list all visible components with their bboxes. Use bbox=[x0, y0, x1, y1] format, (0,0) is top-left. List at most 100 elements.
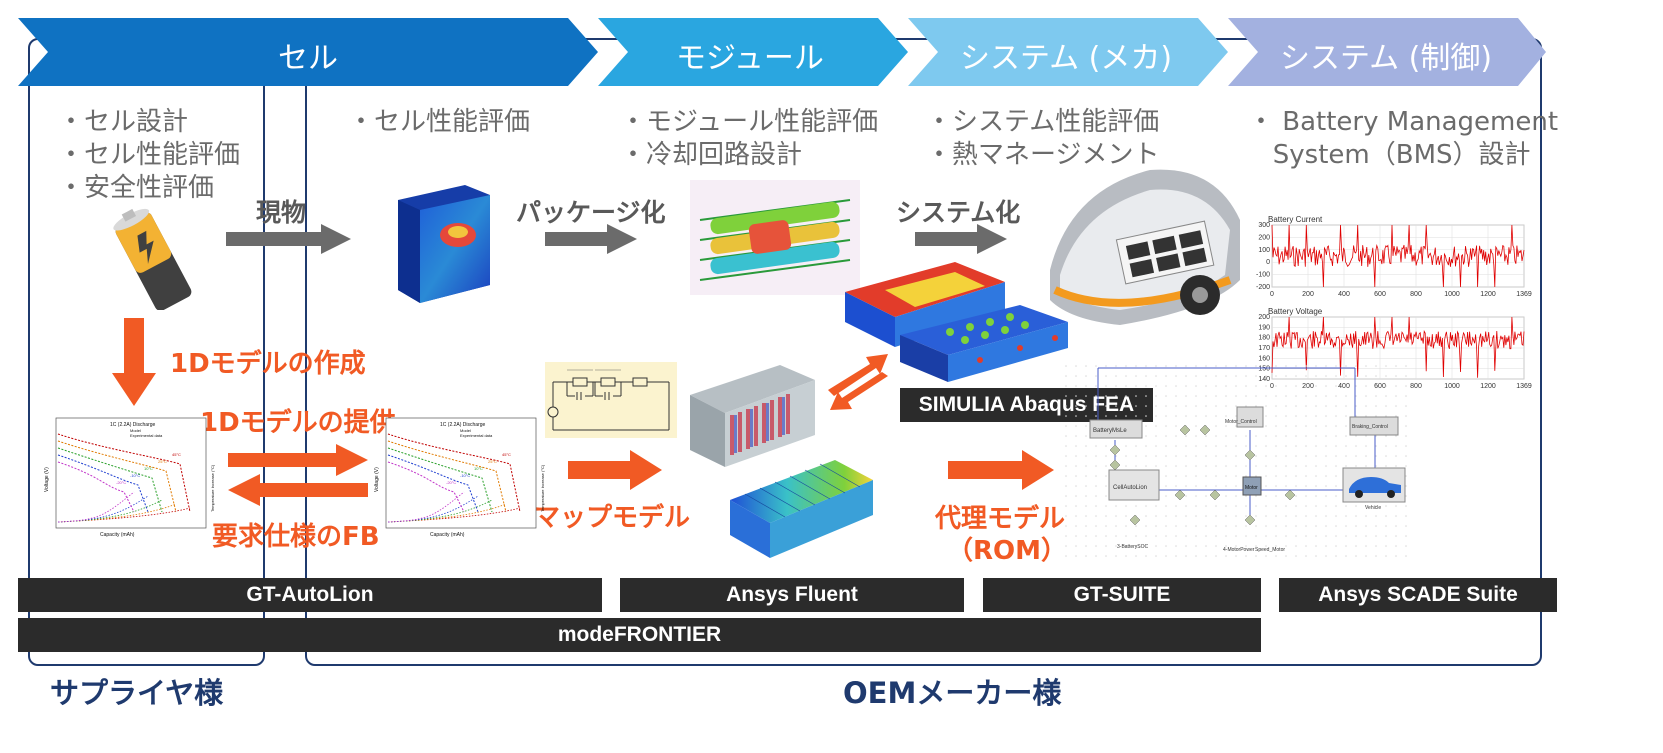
cur-xtick: 0 bbox=[1270, 291, 1274, 298]
bullets-oem-cell: ・セル性能評価 bbox=[348, 107, 531, 137]
vol-xtick: 1200 bbox=[1480, 383, 1496, 390]
bullets-supplier-cell: ・セル設計 ・セル性能評価 ・安全性評価 bbox=[58, 107, 241, 203]
orange-arrow-map bbox=[568, 450, 662, 490]
tool-label-ansys-fluent: Ansys Fluent bbox=[726, 583, 858, 606]
bullets-system-mech: ・システム性能評価 ・熱マネージメント bbox=[926, 107, 1160, 170]
tool-bar-modefrontier: modeFRONTIER bbox=[18, 618, 1261, 652]
gt-block-speed: Speed_Motor bbox=[1255, 547, 1285, 553]
vol-ytick: 180 bbox=[1258, 335, 1270, 342]
vol-xtick: 800 bbox=[1410, 383, 1422, 390]
gt-block-battery: BatteryMsLe bbox=[1093, 428, 1127, 434]
discharge-plot-legend-model: Model bbox=[130, 428, 141, 433]
discharge-plot-y2label: Temperature Increase (°C) bbox=[540, 464, 545, 512]
gt-block-motor: Motor bbox=[1245, 485, 1258, 491]
bms-voltage-title: Battery Voltage bbox=[1268, 307, 1323, 316]
group-label-oem: OEMメーカー様 bbox=[843, 676, 1062, 710]
orange-arrow-fea-exchange bbox=[828, 354, 888, 410]
label-rom-line1: 代理モデル bbox=[935, 504, 1066, 534]
cur-xtick: 800 bbox=[1410, 291, 1422, 298]
discharge-plot-temp-label: -10°C bbox=[130, 473, 140, 478]
orange-arrow-down bbox=[112, 318, 156, 406]
battery-cell-image bbox=[113, 208, 192, 310]
vol-ytick: 200 bbox=[1258, 314, 1270, 321]
orange-arrow-rom bbox=[948, 450, 1054, 490]
vehicle-cutaway-image bbox=[1050, 169, 1240, 325]
discharge-plot-temp-label: 10°C bbox=[474, 466, 483, 471]
tool-label-scade: Ansys SCADE Suite bbox=[1318, 583, 1518, 606]
bullets-module: ・モジュール性能評価 ・冷却回路設計 bbox=[620, 107, 879, 170]
label-provide-1d: 1Dモデルの提供 bbox=[200, 408, 396, 438]
flow-label-genbutsu: 現物 bbox=[256, 198, 307, 227]
discharge-plot-ylabel: Voltage (V) bbox=[44, 467, 50, 492]
discharge-plot-temp-label: 45°C bbox=[172, 452, 181, 457]
stage-label-system-ctrl: システム (制御) bbox=[1280, 41, 1493, 76]
cur-ytick: 300 bbox=[1258, 222, 1270, 229]
stage-label-cell: セル bbox=[278, 41, 338, 76]
tool-label-gt-suite: GT-SUITE bbox=[1073, 583, 1171, 606]
equivalent-circuit-image bbox=[545, 362, 677, 438]
cur-xtick: 600 bbox=[1374, 291, 1386, 298]
tool-label-gt-autolion: GT-AutoLion bbox=[246, 583, 374, 606]
discharge-plot-temp-label: -20°C bbox=[446, 480, 456, 485]
discharge-plot-temp-label: -10°C bbox=[460, 473, 470, 478]
cur-ytick: 100 bbox=[1258, 247, 1270, 254]
discharge-plot-temp-label: 25°C bbox=[488, 459, 497, 464]
discharge-plot-legend-exp: Experimental data bbox=[130, 433, 163, 438]
stage-label-module: モジュール bbox=[676, 41, 824, 76]
discharge-plot-y2label: Temperature Increase (°C) bbox=[210, 464, 215, 512]
tool-label-modefrontier: modeFRONTIER bbox=[557, 623, 722, 646]
gt-block-soc: 3-BatterySOC bbox=[1117, 544, 1149, 550]
cur-xtick: 1200 bbox=[1480, 291, 1496, 298]
label-create-1d: 1Dモデルの作成 bbox=[170, 349, 366, 379]
discharge-plot-temp-label: -20°C bbox=[116, 480, 126, 485]
gt-block-vehicle: Vehicle bbox=[1365, 505, 1381, 511]
label-feedback: 要求仕様のFB bbox=[212, 522, 380, 552]
fluent-module-image bbox=[690, 365, 815, 467]
discharge-plot-title: 1C (2.2A) Discharge bbox=[110, 422, 156, 428]
stage-chevron-cell bbox=[18, 18, 598, 86]
oem-group-box bbox=[305, 38, 1542, 666]
cur-xtick: 400 bbox=[1338, 291, 1350, 298]
gt-block-braking: Braking_Control bbox=[1352, 424, 1388, 430]
tool-bar-scade: Ansys SCADE Suite bbox=[1279, 578, 1557, 612]
vol-ytick: 190 bbox=[1258, 324, 1270, 331]
stage-chevron-system-mech bbox=[908, 18, 1228, 86]
gt-block-power: 4-MotorPower bbox=[1223, 547, 1255, 553]
grey-arrow-systemize bbox=[915, 224, 1007, 254]
stage-chevron-module bbox=[598, 18, 908, 86]
cur-xtick: 1369 bbox=[1516, 291, 1532, 298]
bullets-system-ctrl: ・ Battery Management System（BMS）設計 bbox=[1248, 107, 1559, 170]
cur-ytick: -200 bbox=[1256, 284, 1270, 291]
gt-block-cell: CellAutoLion bbox=[1113, 485, 1147, 491]
stage-chevron-system-ctrl bbox=[1228, 18, 1546, 86]
discharge-plot-title: 1C (2.2A) Discharge bbox=[440, 422, 486, 428]
vol-xtick: 1369 bbox=[1516, 383, 1532, 390]
discharge-plot-temp-label: 25°C bbox=[158, 459, 167, 464]
fea-tray-bottom-image bbox=[900, 305, 1068, 382]
discharge-plot-temp-label: 45°C bbox=[502, 452, 511, 457]
vol-ytick: 160 bbox=[1258, 355, 1270, 362]
bms-current-title: Battery Current bbox=[1268, 215, 1323, 224]
label-map-model: マップモデル bbox=[534, 503, 691, 533]
vol-xtick: 1000 bbox=[1444, 383, 1460, 390]
cell-simulation-image bbox=[398, 185, 490, 303]
grey-arrow-package bbox=[545, 224, 637, 254]
module-cooling-image bbox=[690, 180, 860, 295]
stage-label-system-mech: システム (メカ) bbox=[960, 41, 1173, 76]
gt-block-motor-control: Motor_Control bbox=[1225, 419, 1257, 425]
cur-ytick: 200 bbox=[1258, 234, 1270, 241]
cur-ytick: 0 bbox=[1266, 259, 1270, 266]
flow-label-package: パッケージ化 bbox=[516, 198, 666, 227]
discharge-plot-xlabel: Capacity (mAh) bbox=[100, 532, 135, 538]
discharge-plot-legend-model: Model bbox=[460, 428, 471, 433]
flow-label-systemize: システム化 bbox=[896, 198, 1021, 227]
gt-suite-schematic: BatteryMsLe CellAutoLion Motor_Control M… bbox=[1065, 365, 1415, 560]
tool-bar-gt-autolion: GT-AutoLion bbox=[18, 578, 602, 612]
discharge-plot-legend-exp: Experimental data bbox=[460, 433, 493, 438]
fluent-thermal-stack-image bbox=[730, 460, 873, 558]
label-rom-line2: （ROM） bbox=[947, 536, 1067, 566]
vol-ytick: 170 bbox=[1258, 345, 1270, 352]
cur-xtick: 200 bbox=[1302, 291, 1314, 298]
